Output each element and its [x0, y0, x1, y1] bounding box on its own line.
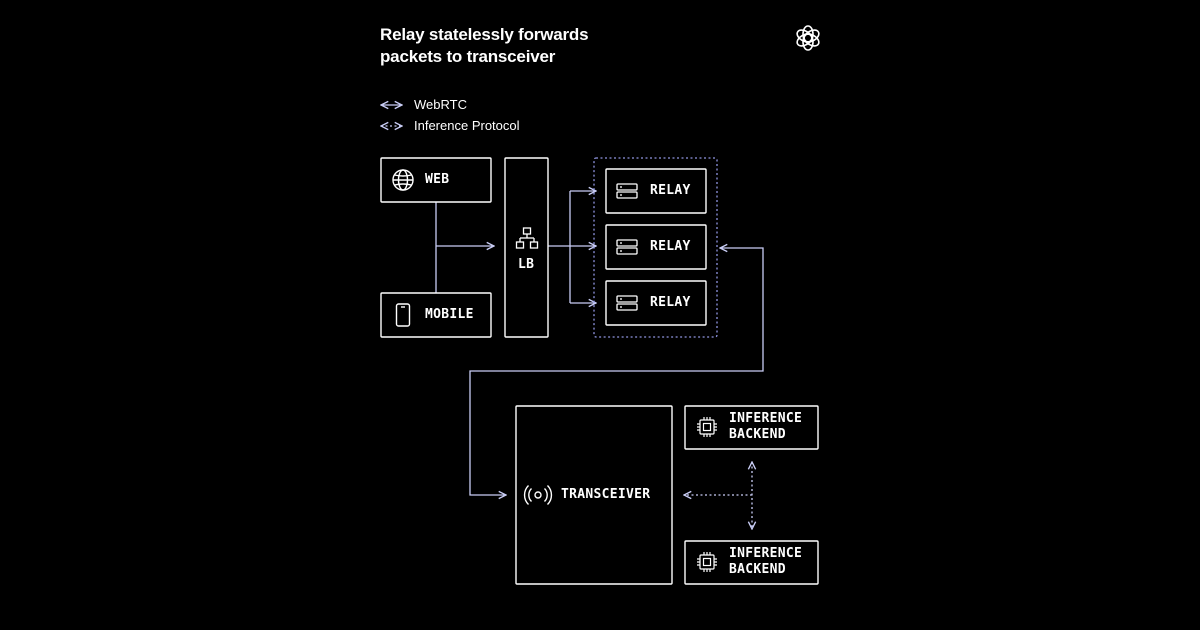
title-line-1: Relay statelessly forwards [380, 25, 589, 44]
lb-node [504, 157, 549, 338]
mobile-node [380, 292, 492, 338]
server-icon [616, 295, 638, 311]
inference-backend-1-line-2: BACKEND [729, 427, 786, 442]
inference-backend-label-2: INFERENCE BACKEND [729, 546, 802, 578]
relay-label-2: RELAY [650, 239, 691, 254]
chip-icon [697, 417, 717, 437]
inference-backend-2-line-2: BACKEND [729, 562, 786, 577]
webrtc-connectors [435, 191, 764, 495]
inference-backend-1-line-1: INFERENCE [729, 411, 803, 426]
lb-label: LB [518, 257, 535, 272]
diagram-title: Relay statelessly forwards packets to tr… [380, 24, 589, 68]
transceiver-label: TRANSCEIVER [561, 487, 651, 502]
server-icon [616, 183, 638, 199]
legend-inference-label: Inference Protocol [414, 118, 520, 133]
relay-node-1 [605, 168, 707, 214]
inference-backend-node-2 [684, 540, 819, 585]
title-line-2: packets to transceiver [380, 47, 556, 66]
chip-icon [697, 552, 717, 572]
network-hierarchy-icon [515, 227, 539, 249]
inference-connectors [684, 462, 752, 529]
relay-node-3 [605, 280, 707, 326]
inference-backend-node-1 [684, 405, 819, 450]
inference-backend-label-1: INFERENCE BACKEND [729, 411, 802, 443]
broadcast-icon [523, 485, 553, 505]
web-label: WEB [425, 172, 450, 187]
relay-node-2 [605, 224, 707, 270]
inference-backend-2-line-1: INFERENCE [729, 546, 803, 561]
relay-label-3: RELAY [650, 295, 691, 310]
web-node [380, 157, 492, 203]
relay-label-1: RELAY [650, 183, 691, 198]
mobile-label: MOBILE [425, 307, 474, 322]
phone-icon [395, 303, 411, 327]
server-icon [616, 239, 638, 255]
relay-group-border [593, 157, 718, 338]
openai-logo-icon [796, 25, 820, 51]
legend-webrtc-label: WebRTC [414, 97, 467, 112]
transceiver-node [515, 405, 673, 585]
globe-icon [392, 169, 414, 191]
